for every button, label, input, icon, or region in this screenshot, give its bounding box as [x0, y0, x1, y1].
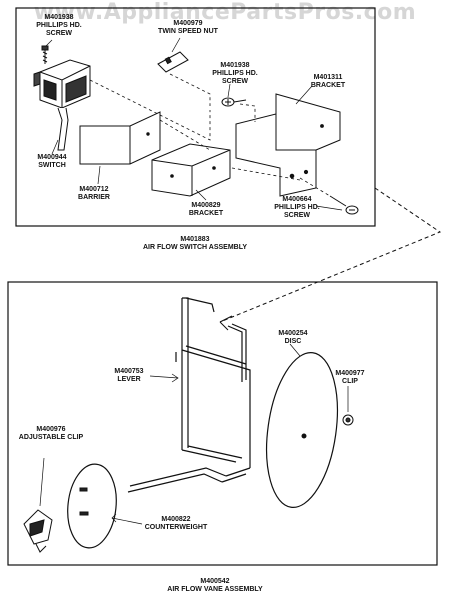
lever-part — [127, 297, 251, 493]
label-switch: M400944 SWITCH — [37, 154, 67, 169]
label-adjustable-clip: M400976 ADJUSTABLE CLIP — [18, 426, 84, 441]
adjustable-clip-part — [23, 509, 53, 553]
label-counterweight: M400822 COUNTERWEIGHT — [144, 516, 208, 531]
label-switch-assembly: M401883 AIR FLOW SWITCH ASSEMBLY — [142, 236, 248, 251]
counterweight-part — [67, 463, 117, 549]
label-vane-assembly: M400542 AIR FLOW VANE ASSEMBLY — [167, 578, 263, 593]
label-bracket-right: M401311 BRACKET — [310, 74, 346, 89]
label-lever: M400753 LEVER — [114, 368, 144, 383]
label-screw-top: M401938 PHILLIPS HD. SCREW — [36, 14, 82, 37]
middle-screw-part — [221, 97, 247, 107]
label-clip: M400977 CLIP — [335, 370, 365, 385]
right-bracket-part — [235, 93, 341, 197]
barrier-part — [79, 111, 161, 165]
label-screw-middle: M401938 PHILLIPS HD. SCREW — [212, 62, 258, 85]
disc-part — [266, 352, 338, 508]
twin-speed-nut-part — [157, 51, 189, 73]
label-disc: M400254 DISC — [278, 330, 308, 345]
label-screw-bottom: M400664 PHILLIPS HD. SCREW — [274, 196, 320, 219]
middle-bracket-part — [151, 143, 231, 197]
assembly-link-line — [219, 187, 442, 323]
switch-assembly-frame — [15, 7, 376, 227]
top-assembly-lines — [89, 73, 331, 197]
clip-part — [342, 414, 354, 426]
top-screw-part — [41, 45, 49, 64]
bottom-leader-lines — [39, 343, 349, 525]
label-bracket-middle: M400829 BRACKET — [188, 202, 224, 217]
switch-part — [33, 59, 91, 151]
vane-assembly-frame — [7, 281, 438, 566]
watermark: www.AppliancePartsPros.com — [33, 0, 417, 25]
top-leader-lines — [45, 37, 343, 211]
label-barrier: M400712 BARRIER — [78, 186, 110, 201]
label-twin-speed-nut: M400979 TWIN SPEED NUT — [158, 20, 218, 35]
bottom-screw-part — [329, 195, 359, 215]
